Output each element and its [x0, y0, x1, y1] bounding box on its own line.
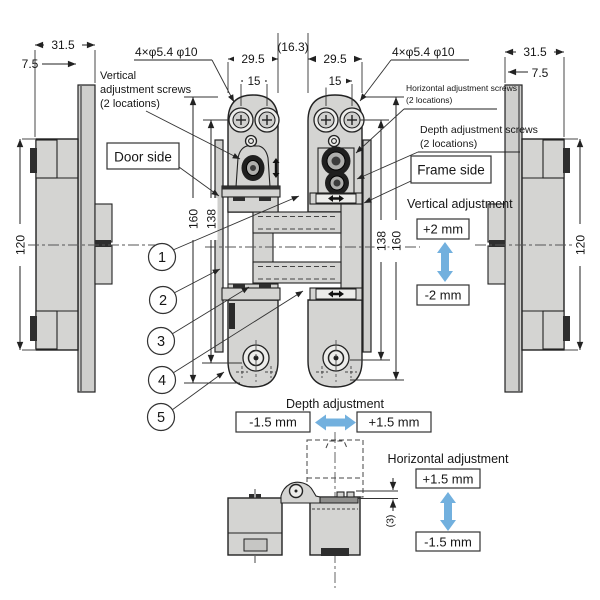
svg-text:2: 2 — [159, 293, 167, 309]
horizontal-screws-label: Horizontal adjustment screws (2 location… — [355, 83, 517, 154]
callout-4: 4 — [147, 365, 177, 395]
vertical-screws-label: Vertical adjustment screws (2 locations) — [100, 70, 241, 160]
horizontal-plus-value: +1.5 mm — [423, 472, 474, 487]
dim-right-plate-thickness: 7.5 — [532, 66, 549, 80]
svg-text:3: 3 — [157, 334, 165, 350]
callout-5: 5 — [146, 402, 176, 432]
dim-center-gap: (16.3) — [277, 40, 308, 54]
mounting-hole — [228, 107, 254, 133]
dim-frame-inner-height: 138 — [375, 231, 389, 251]
callout-1: 1 — [147, 242, 177, 272]
front-view — [205, 94, 420, 388]
vertical-minus-value: -2 mm — [425, 288, 462, 303]
offset-dimension: (3) — [356, 478, 398, 527]
vertical-plus-value: +2 mm — [423, 222, 463, 237]
frame-plate — [362, 139, 372, 353]
dim-left-plate-thickness: 7.5 — [22, 57, 39, 71]
depth-adjustment-indicator: Depth adjustment -1.5 mm +1.5 mm — [235, 397, 432, 433]
linkage-arm-top — [280, 481, 321, 504]
svg-text:Horizontal adjustment screws: Horizontal adjustment screws — [406, 83, 517, 93]
up-down-arrow-icon — [272, 158, 280, 178]
depth-adjustment-arrow-icon — [315, 414, 356, 431]
horizontal-adjustment-title: Horizontal adjustment — [388, 452, 509, 466]
callout-2: 2 — [148, 285, 178, 315]
door-screw-spec: 4×φ5.4 φ10 — [135, 45, 198, 59]
svg-text:Door side: Door side — [114, 150, 172, 165]
left-right-arrow-icon — [328, 195, 344, 202]
door-plate — [214, 139, 224, 353]
horizontal-minus-value: -1.5 mm — [424, 535, 472, 550]
dim-door-overall-height: 160 — [187, 209, 201, 229]
callout-3: 3 — [146, 326, 176, 356]
left-side-view — [28, 84, 158, 393]
depth-adjustment-title: Depth adjustment — [286, 397, 385, 411]
dim-right-height: 120 — [574, 235, 588, 255]
mounting-hole — [339, 107, 365, 133]
left-right-arrow-icon — [328, 290, 344, 298]
frame-screw-spec: 4×φ5.4 φ10 — [392, 45, 455, 59]
small-hole — [327, 134, 341, 148]
svg-text:Frame side: Frame side — [417, 163, 485, 178]
numbered-callouts: 1 2 3 4 5 — [146, 195, 304, 432]
svg-text:(2 locations): (2 locations) — [406, 95, 452, 105]
frame-leaf-details — [309, 107, 365, 382]
door-side-label: Door side — [106, 142, 220, 197]
svg-text:5: 5 — [157, 410, 165, 426]
svg-text:Vertical: Vertical — [100, 70, 136, 82]
frame-leaf-bottom — [309, 491, 361, 556]
door-leaf-bottom — [227, 489, 283, 563]
dim-frame-overall-height: 160 — [390, 231, 404, 251]
frame-side-label: Frame side — [363, 155, 492, 204]
depth-screws-label: Depth adjustment screws (2 locations) — [356, 124, 538, 180]
small-hole — [244, 134, 258, 148]
vertical-adjustment-indicator: Vertical adjustment +2 mm -2 mm — [407, 197, 513, 306]
svg-text:Depth adjustment screws: Depth adjustment screws — [420, 124, 538, 136]
dim-frame-body-width: 29.5 — [323, 52, 347, 66]
dim-left-height: 120 — [14, 235, 28, 255]
dim-frame-screw-pitch: 15 — [329, 76, 342, 88]
depth-plus-value: +1.5 mm — [369, 415, 420, 430]
svg-text:adjustment screws: adjustment screws — [100, 84, 192, 96]
door-leaf-details — [221, 107, 281, 382]
vertical-adjustment-arrow-icon — [437, 242, 453, 282]
callout-labels: 4×φ5.4 φ10 4×φ5.4 φ10 Vertical adjustmen… — [100, 45, 538, 204]
dim-door-body-width: 29.5 — [241, 52, 265, 66]
dim-offset: (3) — [385, 515, 397, 528]
dim-left-depth: 31.5 — [51, 38, 75, 52]
horizontal-adjustment-arrow-icon — [440, 492, 456, 531]
mounting-hole — [254, 107, 280, 133]
linkage-arms — [252, 211, 342, 284]
svg-text:4: 4 — [158, 373, 166, 389]
dim-door-screw-pitch: 15 — [248, 76, 261, 88]
dim-right-depth: 31.5 — [523, 45, 547, 59]
horizontal-adjustment-indicator: Horizontal adjustment +1.5 mm -1.5 mm — [388, 452, 509, 552]
dim-door-inner-height: 138 — [205, 209, 219, 229]
mounting-hole — [313, 107, 339, 133]
right-side-view — [475, 84, 578, 393]
svg-text:(2 locations): (2 locations) — [420, 138, 477, 150]
vertical-adjustment-title: Vertical adjustment — [407, 197, 513, 211]
svg-text:(2 locations): (2 locations) — [100, 98, 160, 110]
depth-minus-value: -1.5 mm — [249, 415, 297, 430]
svg-text:1: 1 — [158, 250, 166, 266]
brand-mark — [229, 303, 235, 329]
bottom-view: (3) — [227, 432, 398, 588]
dimensions: 31.5 7.5 120 31.5 7.5 120 29. — [13, 33, 588, 384]
